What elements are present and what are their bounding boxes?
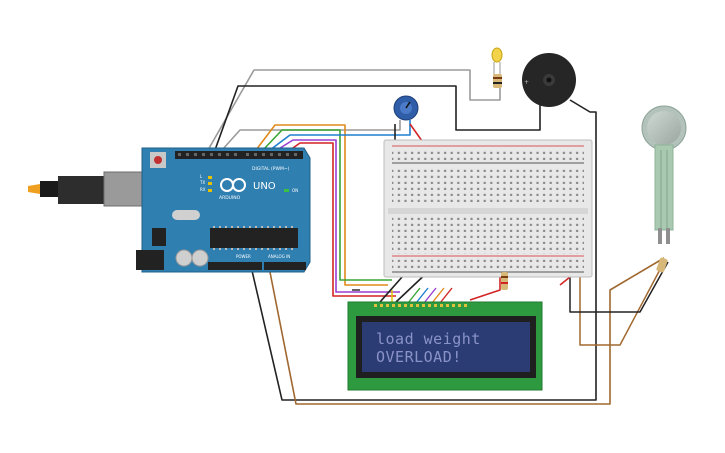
lcd-screen [362, 322, 530, 372]
wire-orange [255, 124, 388, 286]
lcd-line-1: load weight [376, 330, 481, 348]
arduino-brand: ARDUINO [219, 195, 241, 201]
breadboard [383, 139, 593, 278]
wire-black-top [214, 85, 541, 151]
tx-label: TX [199, 180, 205, 185]
digital-header [175, 151, 303, 159]
wire-black-buzzer [300, 99, 597, 401]
led-resistor [493, 74, 502, 88]
wire-lcd-blue2 [415, 287, 429, 304]
wire-lcd-purple2 [423, 287, 437, 304]
wire-blue-pot [269, 120, 411, 151]
potentiometer [393, 95, 419, 121]
analog-header [264, 262, 306, 270]
l-label: L [200, 174, 203, 179]
crystal [172, 210, 200, 220]
led-component [491, 47, 503, 88]
power-label: POWER [236, 254, 251, 259]
yellow-led [491, 47, 503, 63]
usb-cable [40, 181, 60, 197]
wire-black-gnd [249, 261, 300, 401]
wire-green [262, 129, 392, 281]
uno-label: UNO [253, 181, 276, 192]
power-jack [136, 250, 164, 270]
rx-label: RX [200, 187, 206, 192]
lcd-line-2: OVERLOAD! [376, 348, 462, 366]
wire-lcd-orange2 [431, 287, 445, 304]
piezo-buzzer: + [522, 53, 576, 107]
atmega-chip [210, 228, 298, 248]
arduino-logo [220, 178, 246, 192]
on-label: ON [292, 188, 298, 193]
force-sensor [641, 105, 687, 273]
wire-red-top [289, 142, 396, 297]
fsr-resistor [656, 257, 668, 273]
lcd-display: load weight OVERLOAD! [347, 301, 543, 391]
power-header [208, 262, 262, 270]
wire-brown-a0 [267, 257, 665, 405]
wire-grey-led [207, 69, 501, 151]
arduino-uno-board: DIGITAL (PWM~) UNO ARDUINO TX RX L ON P [28, 147, 311, 273]
svg-text:+: + [524, 79, 529, 86]
digital-label: DIGITAL (PWM~) [252, 166, 290, 172]
lcd-resistor [501, 272, 508, 290]
capacitor-1 [175, 249, 193, 267]
usb-port [103, 171, 149, 207]
wire-purple [276, 139, 400, 293]
capacitor-2 [191, 249, 209, 267]
analog-label: ANALOG IN [268, 254, 290, 259]
wire-lcd-green2 [407, 287, 421, 304]
wire-lcd-red2 [439, 287, 453, 304]
